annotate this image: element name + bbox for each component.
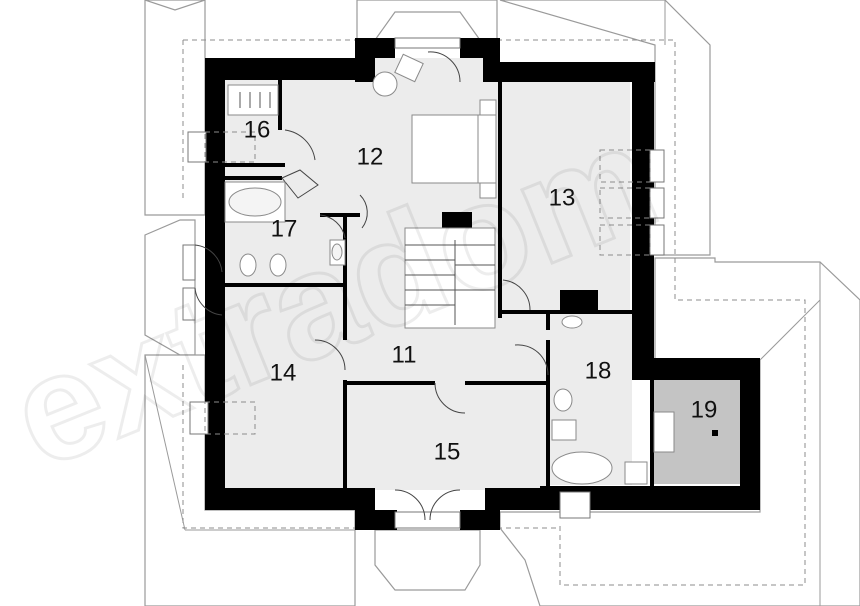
eave-lines: [182, 39, 806, 586]
room-19-label: 19: [691, 396, 718, 423]
room-11-label: 11: [392, 341, 417, 368]
room-12-label: 12: [357, 143, 384, 170]
furniture: [224, 53, 718, 485]
partitions: [225, 80, 654, 490]
windows: [182, 37, 665, 529]
chimney-block: [442, 212, 472, 228]
room-15-label: 15: [434, 438, 461, 465]
door-swings: [194, 51, 549, 521]
room-14-label: 14: [270, 359, 297, 386]
room-13-label: 13: [549, 184, 576, 211]
exterior-walls: [205, 38, 760, 530]
shaft-block: [560, 290, 598, 314]
room-17-label: 17: [271, 215, 298, 242]
room-18-label: 18: [585, 357, 612, 384]
room-16-label: 16: [244, 116, 271, 143]
dormer-outlines: [204, 131, 651, 435]
room-labels: 12 13 16 17 11 14 18 19 15: [244, 116, 718, 465]
